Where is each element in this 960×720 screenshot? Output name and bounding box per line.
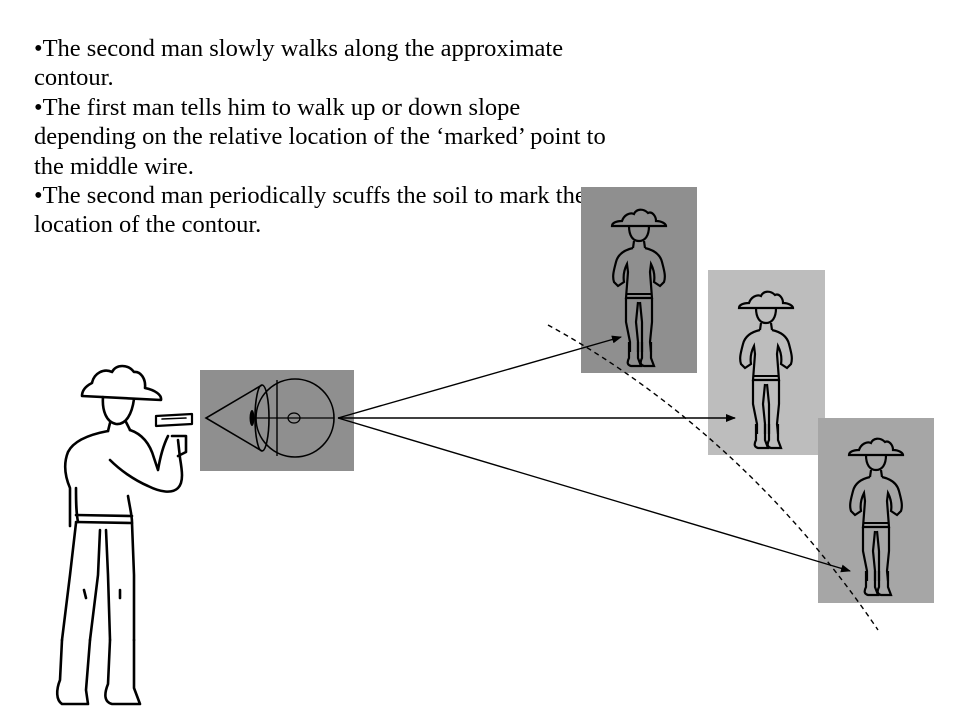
bullet-scuff-soil: •The second man periodically scuffs the … <box>34 181 586 239</box>
walker-panel-lower <box>818 418 934 603</box>
walker-panel-middle <box>708 270 825 455</box>
bullet-walk-contour: •The second man slowly walks along the a… <box>34 35 564 92</box>
sight-line-upper <box>337 335 622 419</box>
contour-line <box>547 324 879 631</box>
hand-level-eyepiece-icon <box>200 370 354 471</box>
bullet-list: •The second man slowly walks along the a… <box>34 34 614 240</box>
bullet-direct-slope: •The first man tells him to walk up or d… <box>34 93 606 180</box>
man-with-hand-level-icon <box>55 364 194 706</box>
walker-panel-upper <box>581 187 697 373</box>
sight-line-lower <box>337 417 851 573</box>
